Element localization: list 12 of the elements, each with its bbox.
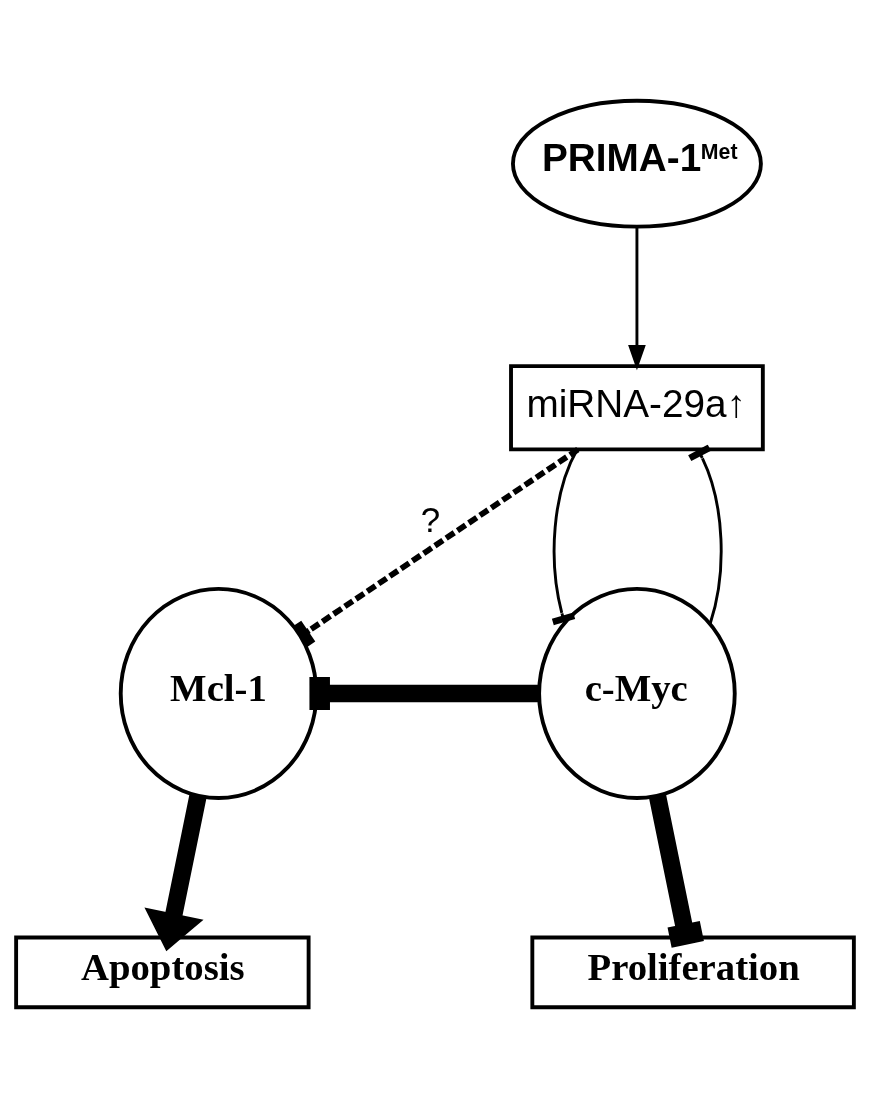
node-box: Proliferation — [530, 935, 856, 1009]
node-box: miRNA-29a↑ — [509, 363, 765, 451]
node-circle: c-Myc — [537, 586, 737, 800]
node-ellipse: PRIMA-1$^{Met}$ — [511, 98, 763, 229]
arrow — [144, 794, 207, 951]
node-box: Apoptosis — [14, 935, 311, 1009]
edge-label: ? — [420, 498, 441, 538]
connector — [688, 444, 723, 624]
arrow — [628, 226, 646, 370]
connector — [648, 794, 704, 948]
connector — [293, 446, 580, 647]
connector — [309, 676, 539, 710]
